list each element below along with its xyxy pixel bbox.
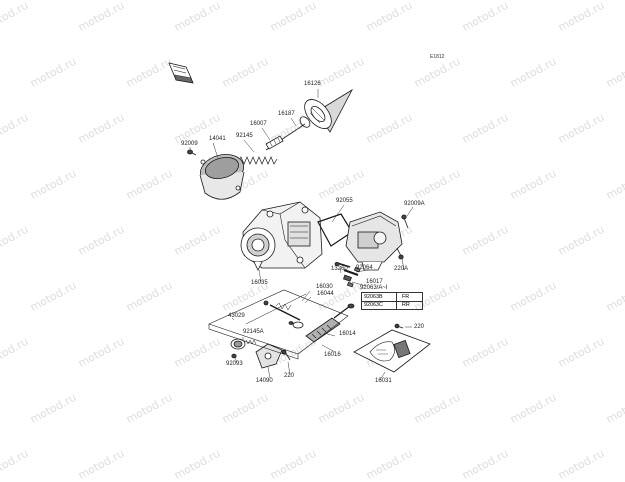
- applicability-divider: [396, 293, 397, 309]
- applicability-part: 92063C: [364, 302, 383, 308]
- applicability-part: 92063B: [364, 294, 383, 300]
- applicability-table: 92063B FR 92063C RR: [361, 292, 423, 310]
- applicability-pos: FR: [402, 294, 410, 300]
- float-bowl-drawing: [345, 211, 403, 271]
- spring-drawing: [237, 156, 278, 165]
- part-label-92064[interactable]: 92064: [356, 265, 373, 271]
- part-label-220a[interactable]: 220A: [394, 266, 409, 272]
- part-label-220-bottom[interactable]: 220: [284, 373, 295, 379]
- screw-220-bottom-drawing: [281, 349, 291, 361]
- part-label-92009[interactable]: 92009: [181, 141, 198, 147]
- screw-220-right-drawing: [394, 323, 404, 329]
- screw-220a-drawing: [396, 247, 404, 260]
- applicability-row: 92063C RR: [362, 301, 422, 309]
- part-label-16016[interactable]: 16016: [324, 352, 341, 358]
- choke-plunger-drawing: [305, 303, 355, 343]
- part-label-16031[interactable]: 16031: [375, 378, 392, 384]
- applicability-row: 92063B FR: [362, 293, 422, 302]
- exploded-view-drawing: [168, 62, 431, 381]
- diagram-code: E1812: [430, 54, 445, 60]
- part-label-92145a[interactable]: 92145A: [243, 329, 264, 335]
- gasket-kit-drawing: [353, 329, 431, 373]
- cover-14090-drawing: [255, 343, 283, 369]
- jets-drawing: [334, 261, 361, 288]
- part-label-16187[interactable]: 16187: [278, 111, 295, 117]
- part-label-16014[interactable]: 16014: [339, 331, 356, 337]
- vacuum-piston-drawing: [299, 88, 354, 133]
- part-label-92055[interactable]: 92055: [336, 198, 353, 204]
- part-label-16126[interactable]: 16126: [304, 81, 321, 87]
- part-label-16017[interactable]: 16017: [366, 279, 383, 285]
- part-label-92145[interactable]: 92145: [236, 133, 253, 139]
- part-label-43029[interactable]: 43029: [228, 313, 245, 319]
- part-label-14090[interactable]: 14090: [256, 378, 273, 384]
- part-label-92093[interactable]: 92093: [226, 361, 243, 367]
- part-label-13260[interactable]: 13260: [331, 266, 348, 272]
- screw-92009a-drawing: [401, 214, 409, 229]
- front-direction-marker-icon: [168, 62, 194, 84]
- part-label-220-right[interactable]: 220: [414, 324, 425, 330]
- pilot-group-outline: [208, 289, 349, 355]
- applicability-pos: RR: [402, 302, 410, 308]
- screw-92093-icon: [231, 353, 237, 359]
- screw-92009-drawing: [187, 149, 197, 156]
- carburetor-body-drawing: [240, 201, 323, 271]
- part-label-16035[interactable]: 16035: [251, 280, 268, 286]
- part-label-14041[interactable]: 14041: [209, 136, 226, 142]
- part-label-92009a[interactable]: 92009A: [404, 201, 425, 207]
- part-label-92063ai[interactable]: 92063/A~I: [360, 285, 388, 291]
- part-label-16030[interactable]: 16030: [316, 284, 333, 290]
- part-label-16044[interactable]: 16044: [317, 291, 334, 297]
- leader-lines: [189, 89, 414, 381]
- pilot-screw-drawing: [263, 300, 304, 329]
- top-cover-drawing: [199, 154, 245, 200]
- needle-holder-drawing: [265, 135, 284, 150]
- valve-stopper-drawing: [230, 338, 257, 350]
- part-label-16007[interactable]: 16007: [250, 121, 267, 127]
